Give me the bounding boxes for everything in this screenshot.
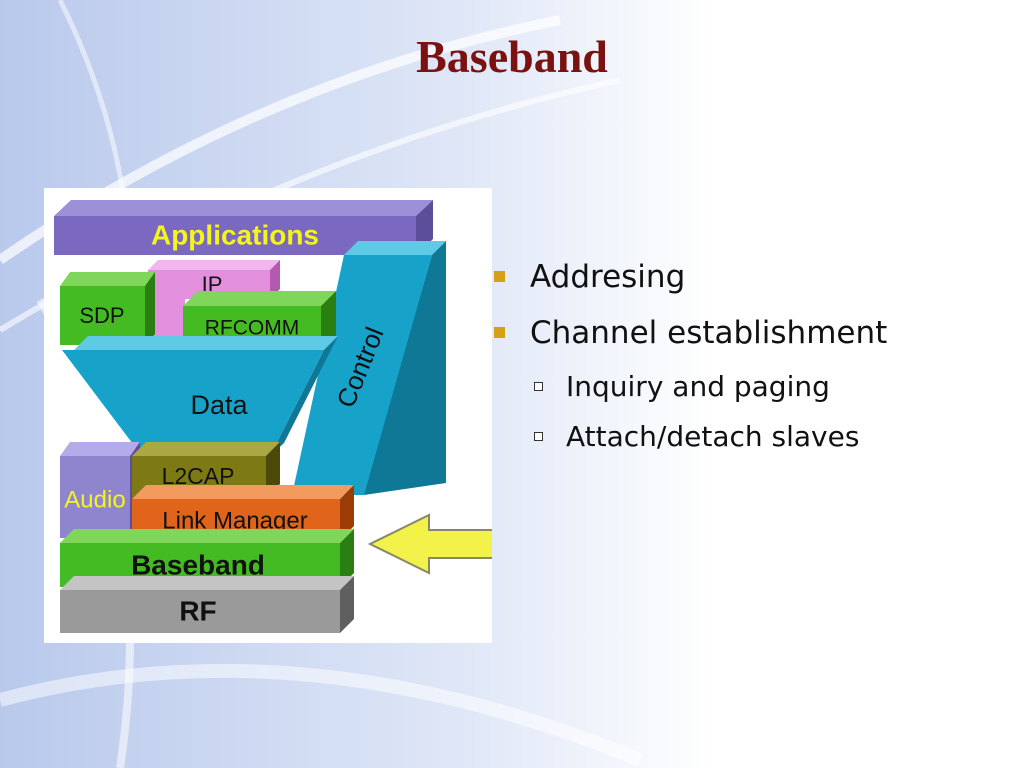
- svg-text:Applications: Applications: [151, 219, 319, 250]
- bullet-list: Addresing Channel establishment Inquiry …: [492, 255, 1012, 467]
- svg-text:RFCOMM: RFCOMM: [205, 317, 299, 340]
- control-block: Control: [292, 241, 446, 495]
- sub-bullet-item: Inquiry and paging: [492, 367, 1012, 417]
- svg-text:Audio: Audio: [64, 486, 125, 513]
- svg-text:L2CAP: L2CAP: [162, 463, 235, 489]
- slide-title: Baseband: [416, 31, 608, 82]
- bullet-square-icon: [494, 271, 505, 282]
- data-funnel: Data: [62, 336, 338, 456]
- svg-text:Baseband: Baseband: [131, 549, 265, 580]
- sdp-block: SDP: [60, 272, 155, 345]
- audio-block: Audio: [60, 442, 140, 538]
- svg-text:IP: IP: [202, 272, 223, 297]
- bullet-item: Addresing: [492, 255, 1012, 311]
- svg-text:SDP: SDP: [79, 303, 124, 328]
- svg-text:RF: RF: [179, 595, 216, 626]
- bullet-square-icon: [494, 327, 505, 338]
- svg-text:Data: Data: [190, 390, 248, 420]
- hollow-square-bullet-icon: [534, 382, 543, 391]
- hollow-square-bullet-icon: [534, 432, 543, 441]
- sub-bullet-item: Attach/detach slaves: [492, 417, 1012, 467]
- bullet-item: Channel establishment: [492, 311, 1012, 367]
- arrow-icon: [367, 513, 492, 575]
- rf-block: RF: [60, 576, 354, 633]
- bluetooth-stack-diagram: Applications Control IP SDP RFCOMM Data: [44, 188, 492, 643]
